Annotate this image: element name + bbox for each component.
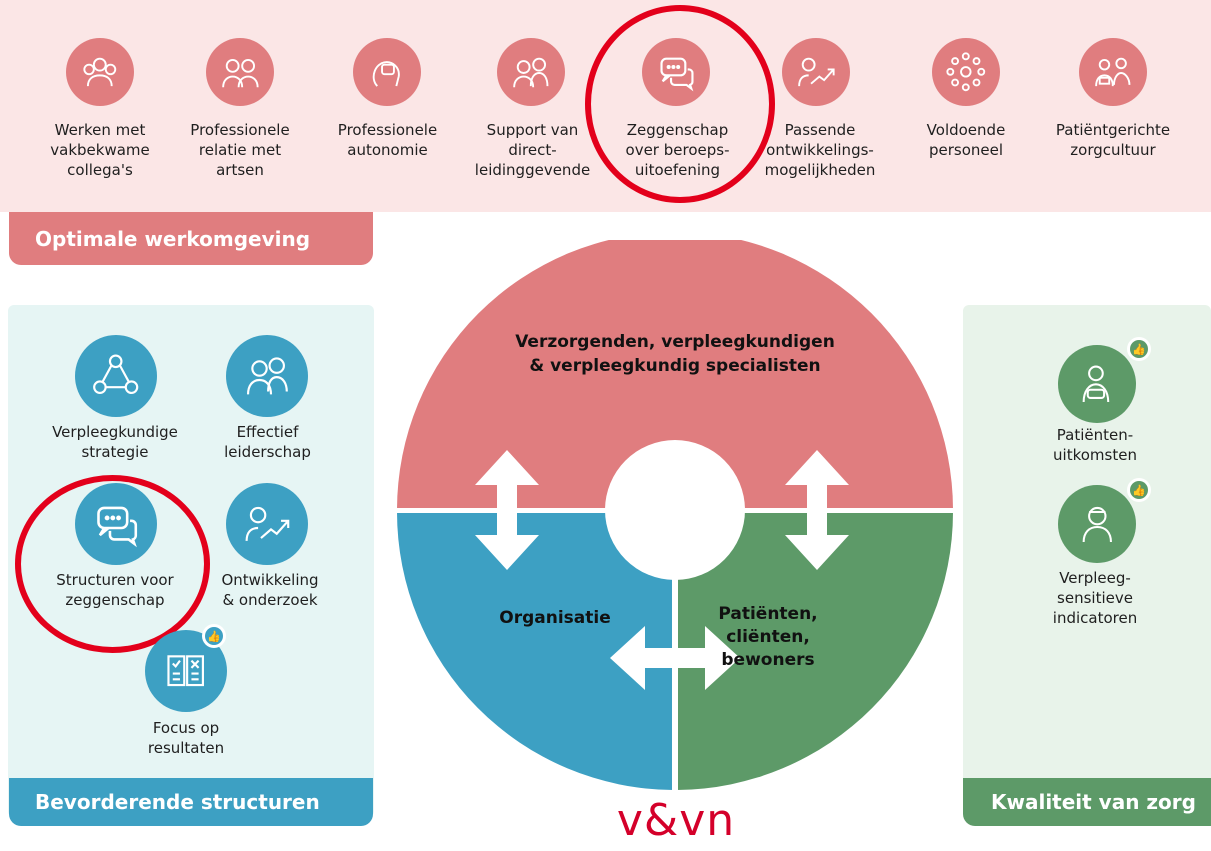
top-label-2: Professionele relatie met artsen xyxy=(190,121,290,179)
growth-arrow-icon xyxy=(782,38,850,106)
highlight-circle-top xyxy=(585,5,775,203)
left-label-1: Verpleegkundige strategie xyxy=(52,423,178,461)
central-circle xyxy=(395,240,955,795)
doctor-nurse-icon xyxy=(206,38,274,106)
thumbs-up-badge: 👍 xyxy=(1127,478,1151,502)
highlight-circle-left xyxy=(15,475,210,653)
circle-text-right: Patiënten, cliënten, bewoners xyxy=(718,604,818,670)
top-label-8: Patiëntgerichte zorgcultuur xyxy=(1055,121,1171,159)
manager-support-icon xyxy=(497,38,565,106)
growth-arrow-icon xyxy=(226,483,308,565)
circle-segment-left xyxy=(397,512,673,790)
left-label-5: Focus op resultaten xyxy=(147,719,225,757)
people-circle-icon xyxy=(932,38,1000,106)
circle-center xyxy=(605,440,745,580)
left-label-4: Ontwikkeling & onderzoek xyxy=(221,571,319,609)
patient-care-icon xyxy=(1079,38,1147,106)
leader-icon xyxy=(226,335,308,417)
right-label-2: Verpleeg- sensitieve indicatoren xyxy=(1052,569,1138,627)
nurse-icon xyxy=(1058,485,1136,563)
top-label-7: Voldoende personeel xyxy=(926,121,1006,159)
arrow-horizontal xyxy=(610,626,740,690)
circle-text-top: Verzorgenden, verpleegkundigen & verplee… xyxy=(515,332,835,376)
colleagues-icon xyxy=(66,38,134,106)
patient-sling-icon xyxy=(1058,345,1136,423)
head-fist-icon xyxy=(353,38,421,106)
top-label-3: Professionele autonomie xyxy=(337,121,438,159)
circle-text-left: Organisatie xyxy=(499,608,611,628)
top-label-4: Support van direct- leidinggevende xyxy=(474,121,591,179)
arrow-right-vertical xyxy=(785,450,849,570)
speech-bubbles-icon xyxy=(75,483,157,565)
arrow-left-vertical xyxy=(475,450,539,570)
bevorderende-structuren-tag: Bevorderende structuren xyxy=(9,778,373,826)
top-label-1: Werken met vakbekwame collega's xyxy=(50,121,150,179)
optimale-werkomgeving-tag: Optimale werkomgeving xyxy=(9,212,373,265)
circle-segment-right xyxy=(677,512,953,790)
network-icon xyxy=(75,335,157,417)
kwaliteit-van-zorg-tag: Kwaliteit van zorg xyxy=(963,778,1211,826)
left-label-2: Effectief leiderschap xyxy=(224,423,311,461)
venvn-logo: v&vn xyxy=(616,795,736,846)
top-label-6: Passende ontwikkelings- mogelijkheden xyxy=(764,121,876,179)
thumbs-up-badge: 👍 xyxy=(1127,337,1151,361)
circle-segment-top xyxy=(397,240,953,510)
thumbs-up-badge: 👍 xyxy=(202,624,226,648)
right-label-1: Patiënten- uitkomsten xyxy=(1053,426,1137,464)
left-label-3: Structuren voor zeggenschap xyxy=(56,571,174,609)
